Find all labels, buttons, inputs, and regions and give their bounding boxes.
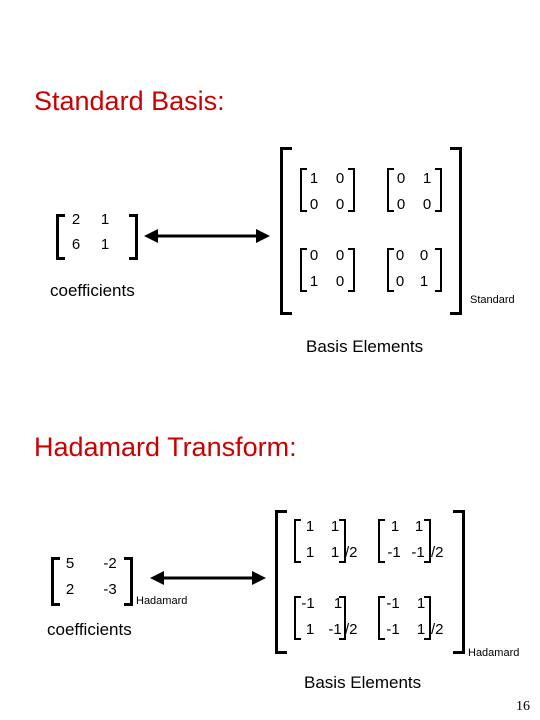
matrix-entry: -1: [386, 595, 400, 612]
outer-left-bracket: [275, 510, 287, 654]
basis-elements-caption: Basis Elements: [304, 673, 422, 692]
basis-elements-caption: Basis Elements: [306, 337, 424, 356]
matrix-entry: 0: [395, 273, 405, 290]
matrix-entry: 1: [390, 518, 400, 535]
matrix-entry: 1: [305, 621, 315, 638]
matrix-entry: 1: [419, 273, 429, 290]
hadamard-transform-heading: Hadamard Transform:: [34, 432, 297, 462]
standard-side-label: Standard: [470, 294, 515, 306]
scale-factor: /2: [431, 621, 444, 638]
scale-factor: /2: [431, 544, 444, 561]
scale-factor: /2: [345, 621, 358, 638]
matrix-entry: 0: [395, 247, 405, 264]
right-bracket: [435, 168, 442, 212]
coefficients-label: coefficients: [50, 281, 135, 300]
matrix-entry: 6: [71, 236, 81, 253]
matrix-entry: 1: [305, 518, 315, 535]
matrix-entry: 1: [309, 273, 319, 290]
page-number: 16: [516, 699, 530, 714]
left-bracket: [387, 168, 394, 212]
left-bracket: [294, 519, 301, 563]
standard-basis-heading: Standard Basis:: [34, 86, 225, 116]
matrix-entry: -1: [411, 544, 425, 561]
left-bracket: [300, 168, 307, 212]
matrix-entry: 0: [396, 196, 406, 213]
right-bracket: [348, 248, 355, 292]
matrix-entry: -1: [387, 544, 401, 561]
outer-left-bracket: [280, 147, 292, 315]
matrix-entry: 2: [65, 581, 75, 598]
matrix-entry: 0: [335, 247, 345, 264]
matrix-entry: 0: [419, 247, 429, 264]
left-bracket: [51, 557, 60, 606]
matrix-entry: 1: [333, 595, 343, 612]
left-bracket: [378, 519, 385, 563]
right-bracket: [424, 519, 431, 563]
matrix-entry: 0: [309, 247, 319, 264]
left-bracket: [378, 596, 385, 640]
matrix-entry: 1: [416, 595, 426, 612]
matrix-entry: 1: [100, 236, 110, 253]
right-bracket: [124, 557, 133, 606]
matrix-entry: 1: [414, 518, 424, 535]
left-bracket: [387, 248, 394, 292]
outer-right-bracket: [450, 147, 462, 315]
matrix-entry: 0: [335, 273, 345, 290]
hadamard-side-label: Hadamard: [468, 647, 520, 659]
matrix-entry: -1: [301, 595, 315, 612]
matrix-entry: 1: [305, 544, 315, 561]
matrix-entry: 1: [422, 170, 432, 187]
right-bracket: [129, 214, 138, 260]
left-bracket: [56, 214, 65, 260]
matrix-entry: 0: [335, 170, 345, 187]
matrix-entry: 1: [330, 544, 340, 561]
right-bracket: [339, 596, 346, 640]
matrix-entry: 0: [335, 196, 345, 213]
matrix-entry: -2: [103, 555, 117, 572]
right-bracket: [348, 168, 355, 212]
matrix-entry: 2: [71, 211, 81, 228]
matrix-entry: 5: [65, 555, 75, 572]
scale-factor: /2: [345, 544, 358, 561]
coefficients-label: coefficients: [47, 620, 132, 639]
matrix-entry: 0: [422, 196, 432, 213]
matrix-entry: 0: [396, 170, 406, 187]
left-bracket: [294, 596, 301, 640]
left-bracket: [300, 248, 307, 292]
matrix-entry: -1: [328, 621, 342, 638]
matrix-entry: 1: [100, 211, 110, 228]
matrix-entry: -3: [103, 581, 117, 598]
right-bracket: [435, 248, 442, 292]
outer-right-bracket: [453, 510, 465, 654]
right-bracket: [339, 519, 346, 563]
matrix-entry: 1: [330, 518, 340, 535]
matrix-entry: 1: [416, 621, 426, 638]
matrix-entry: -1: [386, 621, 400, 638]
matrix-entry: 1: [309, 170, 319, 187]
right-bracket: [424, 596, 431, 640]
matrix-entry: 0: [309, 196, 319, 213]
hadamard-coefficients-side-label: Hadamard: [136, 595, 188, 607]
